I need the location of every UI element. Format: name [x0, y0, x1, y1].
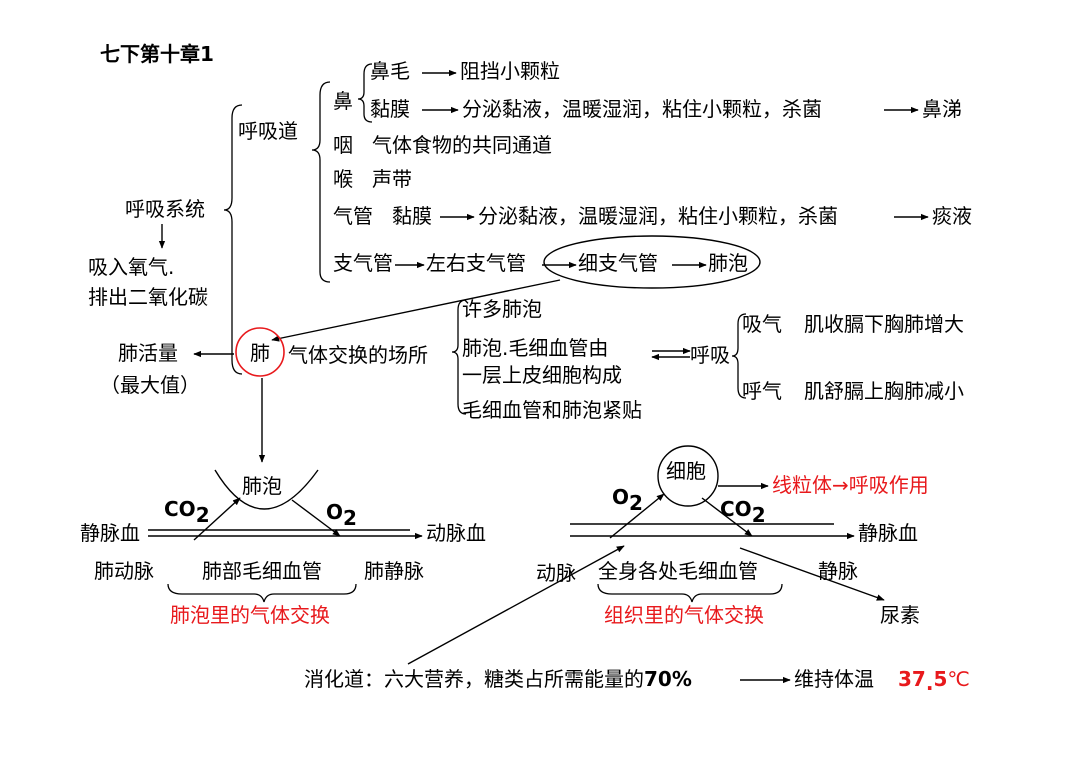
- nose-hair-label: 鼻毛: [370, 59, 410, 83]
- function-line-1: 吸入氧气.: [88, 255, 174, 279]
- nose-label: 鼻: [333, 89, 353, 113]
- trachea-label: 气管: [333, 204, 373, 228]
- lung-co2-label: CO2: [164, 497, 210, 527]
- larynx-function: 声带: [372, 167, 412, 191]
- inhale-function: 肌收膈下胸肺增大: [804, 312, 964, 336]
- breathing-label: 呼吸: [690, 343, 730, 367]
- tissue-capillary-label: 全身各处毛细血管: [598, 559, 758, 583]
- nose-hair-function: 阻挡小颗粒: [460, 59, 560, 83]
- lung-arterial-blood: 动脉血: [426, 521, 486, 545]
- tissue-o2-label: O2: [612, 485, 643, 515]
- trachea-mucosa-label: 黏膜: [392, 204, 432, 228]
- airway-brace: [311, 81, 331, 283]
- nose-mucosa-label: 黏膜: [370, 97, 410, 121]
- bronchus-label: 支气管: [333, 251, 393, 275]
- trachea-function: 分泌黏液，温暖湿润，粘住小颗粒，杀菌: [478, 204, 838, 228]
- airway-label: 呼吸道: [238, 119, 298, 143]
- artery-label: 动脉: [536, 561, 576, 585]
- larynx-label: 喉: [333, 167, 353, 191]
- lr-bronchus-label: 左右支气管: [426, 251, 526, 275]
- tissue-exchange-brace: [597, 583, 783, 603]
- bronchiole-ellipse: [543, 235, 761, 289]
- body-temp-value: 37.5℃: [898, 667, 970, 695]
- lung-co2-arrow: [193, 497, 241, 541]
- tissue-o2-arrow: [609, 493, 665, 539]
- pharynx-function: 气体食物的共同通道: [372, 133, 552, 157]
- lung-exchange-caption: 肺泡里的气体交换: [170, 603, 330, 627]
- alveolus-arc: [214, 469, 319, 510]
- digestion-label: 消化道：六大营养，糖类占所需能量的70%: [304, 667, 692, 691]
- bronchiole-label: 细支气管: [578, 251, 658, 275]
- nose-mucosa-function: 分泌黏液，温暖湿润，粘住小颗粒，杀菌: [462, 97, 822, 121]
- mitochondria-label: 线粒体→呼吸作用: [772, 473, 929, 497]
- lung-venous-blood: 静脉血: [80, 521, 140, 545]
- lung-label: 肺: [250, 341, 270, 365]
- urea-label: 尿素: [880, 603, 920, 627]
- lung-capillary-label: 肺部毛细血管: [202, 559, 322, 583]
- cell-circle: [657, 445, 719, 507]
- phlegm-label: 痰液: [932, 204, 972, 228]
- tissue-venous-blood: 静脉血: [858, 521, 918, 545]
- lung-feature-2a: 肺泡.毛细血管由: [462, 336, 608, 360]
- inhale-label: 吸气: [742, 312, 782, 336]
- lung-o2-label: O2: [326, 500, 357, 530]
- cell-label: 细胞: [666, 459, 706, 483]
- lung-role: 气体交换的场所: [288, 343, 428, 367]
- vein-label: 静脉: [818, 559, 858, 583]
- lung-feature-3: 毛细血管和肺泡紧贴: [462, 398, 642, 422]
- tissue-co2-label: CO2: [720, 497, 766, 527]
- urea-arrow: [739, 547, 885, 601]
- snot-label: 鼻涕: [922, 97, 962, 121]
- capacity-label: 肺活量: [118, 341, 178, 365]
- lung-feature-1: 许多肺泡: [462, 297, 542, 321]
- function-line-2: 排出二氧化碳: [88, 285, 208, 309]
- lung-circle: [235, 327, 285, 377]
- capacity-note: （最大值）: [100, 373, 200, 397]
- system-label: 呼吸系统: [125, 197, 205, 221]
- digestion-to-capillary-arrow: [407, 545, 625, 665]
- exhale-label: 呼气: [742, 379, 782, 403]
- alveolus-exchange-label: 肺泡: [242, 474, 282, 498]
- system-brace: [223, 104, 243, 375]
- ellipse-to-lung-arrow: [271, 279, 561, 342]
- nose-brace: [357, 63, 373, 123]
- tissue-exchange-caption: 组织里的气体交换: [604, 603, 764, 627]
- lung-feature-2b: 一层上皮细胞构成: [462, 363, 622, 387]
- alveolus-label: 肺泡: [708, 251, 748, 275]
- exhale-function: 肌舒膈上胸肺减小: [804, 379, 964, 403]
- lung-features-brace: [451, 299, 467, 415]
- pulmonary-vein-label: 肺静脉: [364, 559, 424, 583]
- breathing-brace: [731, 313, 747, 399]
- body-temp-label: 维持体温: [794, 667, 874, 691]
- lung-exchange-brace: [167, 583, 357, 603]
- page-title: 七下第十章1: [100, 42, 214, 66]
- pulmonary-artery-label: 肺动脉: [94, 559, 154, 583]
- pharynx-label: 咽: [333, 133, 353, 157]
- tissue-co2-arrow: [701, 497, 753, 537]
